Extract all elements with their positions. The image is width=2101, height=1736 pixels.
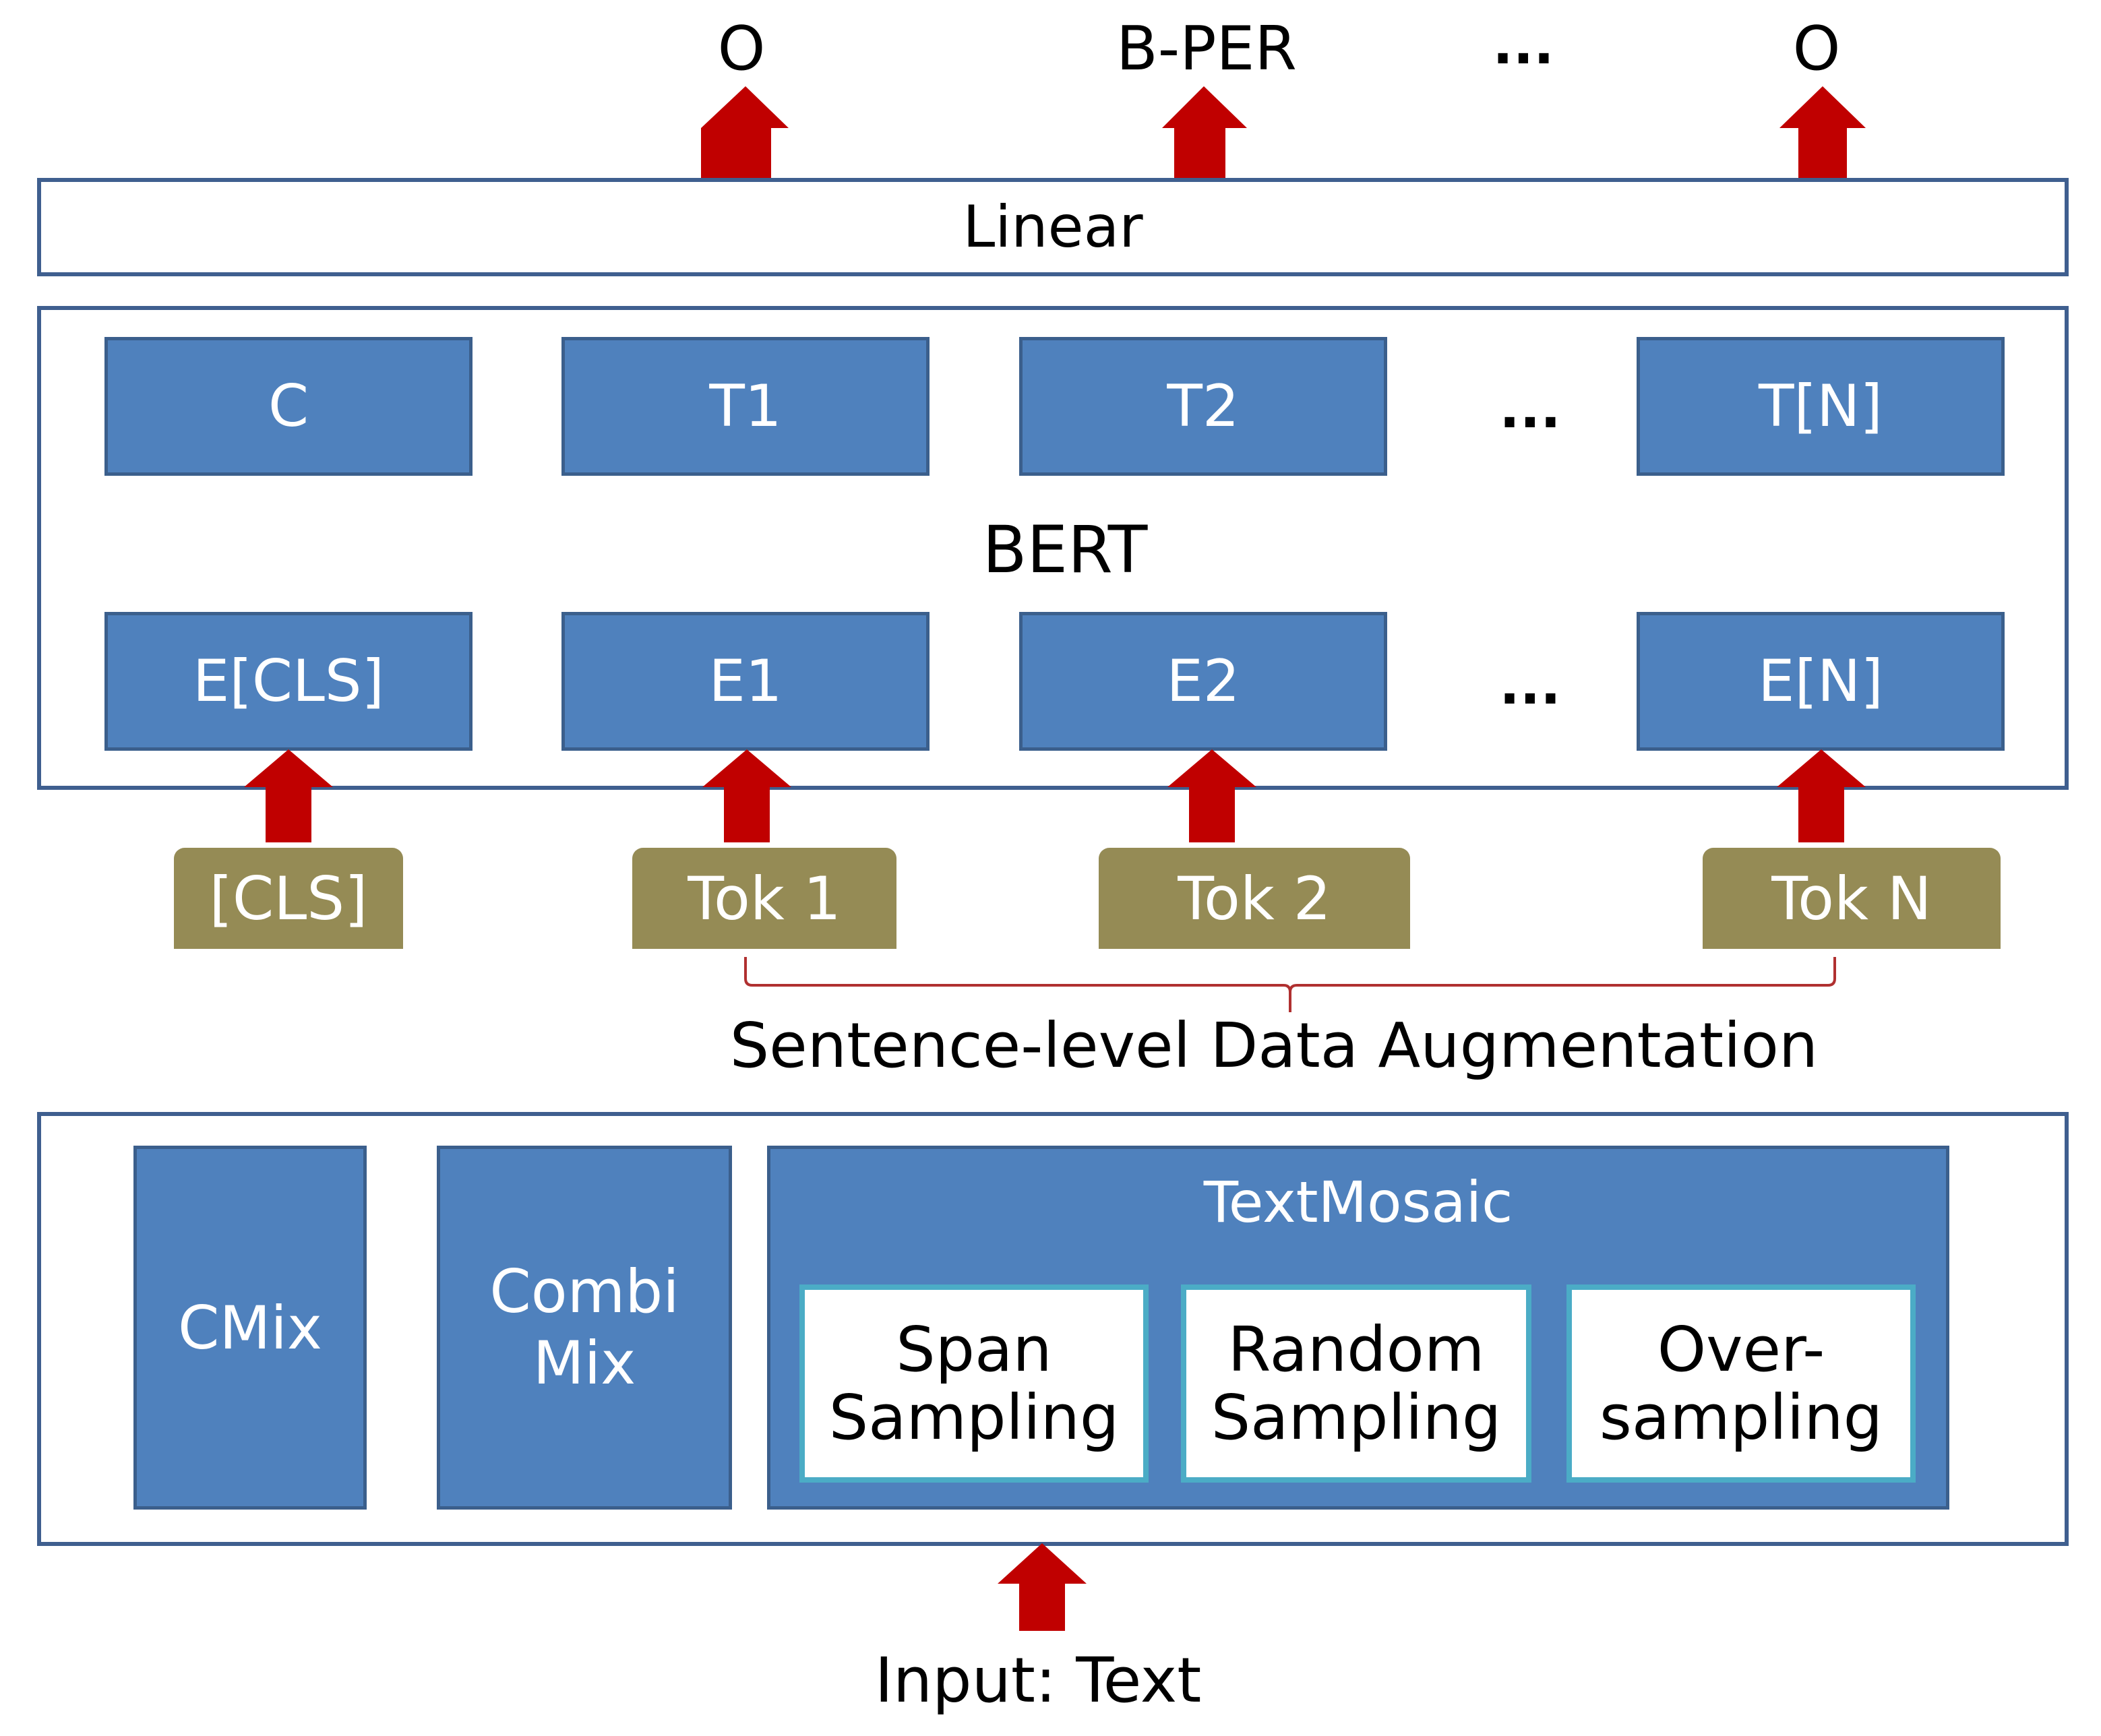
random-sampling-line-1: Random [1227, 1313, 1485, 1386]
oversampling-line-1: Over- [1657, 1313, 1825, 1386]
output-label-1: O [717, 13, 766, 84]
combimix-line-1: Combi [489, 1257, 679, 1327]
embedding-e1: E1 [561, 612, 930, 751]
embedding-cls: E[CLS] [104, 612, 473, 751]
augmentation-title: Sentence-level Data Augmentation [729, 1010, 1819, 1082]
up-arrow-icon [1167, 749, 1256, 842]
textmosaic-title: TextMosaic [1203, 1169, 1513, 1235]
up-arrow-icon [701, 86, 789, 178]
up-arrow-icon [244, 749, 333, 842]
bert-output-ellipsis: ... [1499, 377, 1561, 440]
up-arrow-icon [1162, 86, 1247, 178]
bert-output-c: C [104, 337, 473, 476]
token-1: Tok 1 [632, 848, 896, 949]
combimix-box: Combi Mix [437, 1146, 732, 1510]
oversampling-line-2: sampling [1599, 1382, 1883, 1454]
combimix-line-2: Mix [532, 1328, 636, 1398]
linear-label: Linear [963, 193, 1143, 261]
token-cls: [CLS] [174, 848, 403, 949]
output-label-4: O [1792, 13, 1841, 84]
token-2: Tok 2 [1099, 848, 1410, 949]
output-label-2: B-PER [1116, 13, 1297, 84]
oversampling-box: Over- sampling [1566, 1284, 1916, 1483]
random-sampling-box: Random Sampling [1181, 1284, 1531, 1483]
up-arrow-icon [1779, 86, 1866, 178]
cmix-box: CMix [133, 1146, 367, 1510]
output-ellipsis: ... [1492, 13, 1554, 76]
bert-output-t2: T2 [1019, 337, 1387, 476]
embedding-ellipsis: ... [1499, 654, 1561, 716]
bert-label: BERT [982, 512, 1148, 588]
up-arrow-icon [1777, 749, 1866, 842]
span-sampling-line-2: Sampling [828, 1382, 1120, 1454]
linear-layer: Linear [37, 178, 2069, 276]
token-n: Tok N [1703, 848, 2001, 949]
embedding-e2: E2 [1019, 612, 1387, 751]
span-sampling-box: Span Sampling [799, 1284, 1149, 1483]
up-arrow-icon [998, 1543, 1087, 1631]
bert-output-t1: T1 [561, 337, 930, 476]
brace-icon [744, 957, 1836, 1012]
up-arrow-icon [702, 749, 791, 842]
input-label: Input: Text [874, 1644, 1202, 1716]
bert-output-tn: T[N] [1637, 337, 2005, 476]
span-sampling-line-1: Span [896, 1313, 1052, 1386]
random-sampling-line-2: Sampling [1211, 1382, 1502, 1454]
embedding-en: E[N] [1637, 612, 2005, 751]
